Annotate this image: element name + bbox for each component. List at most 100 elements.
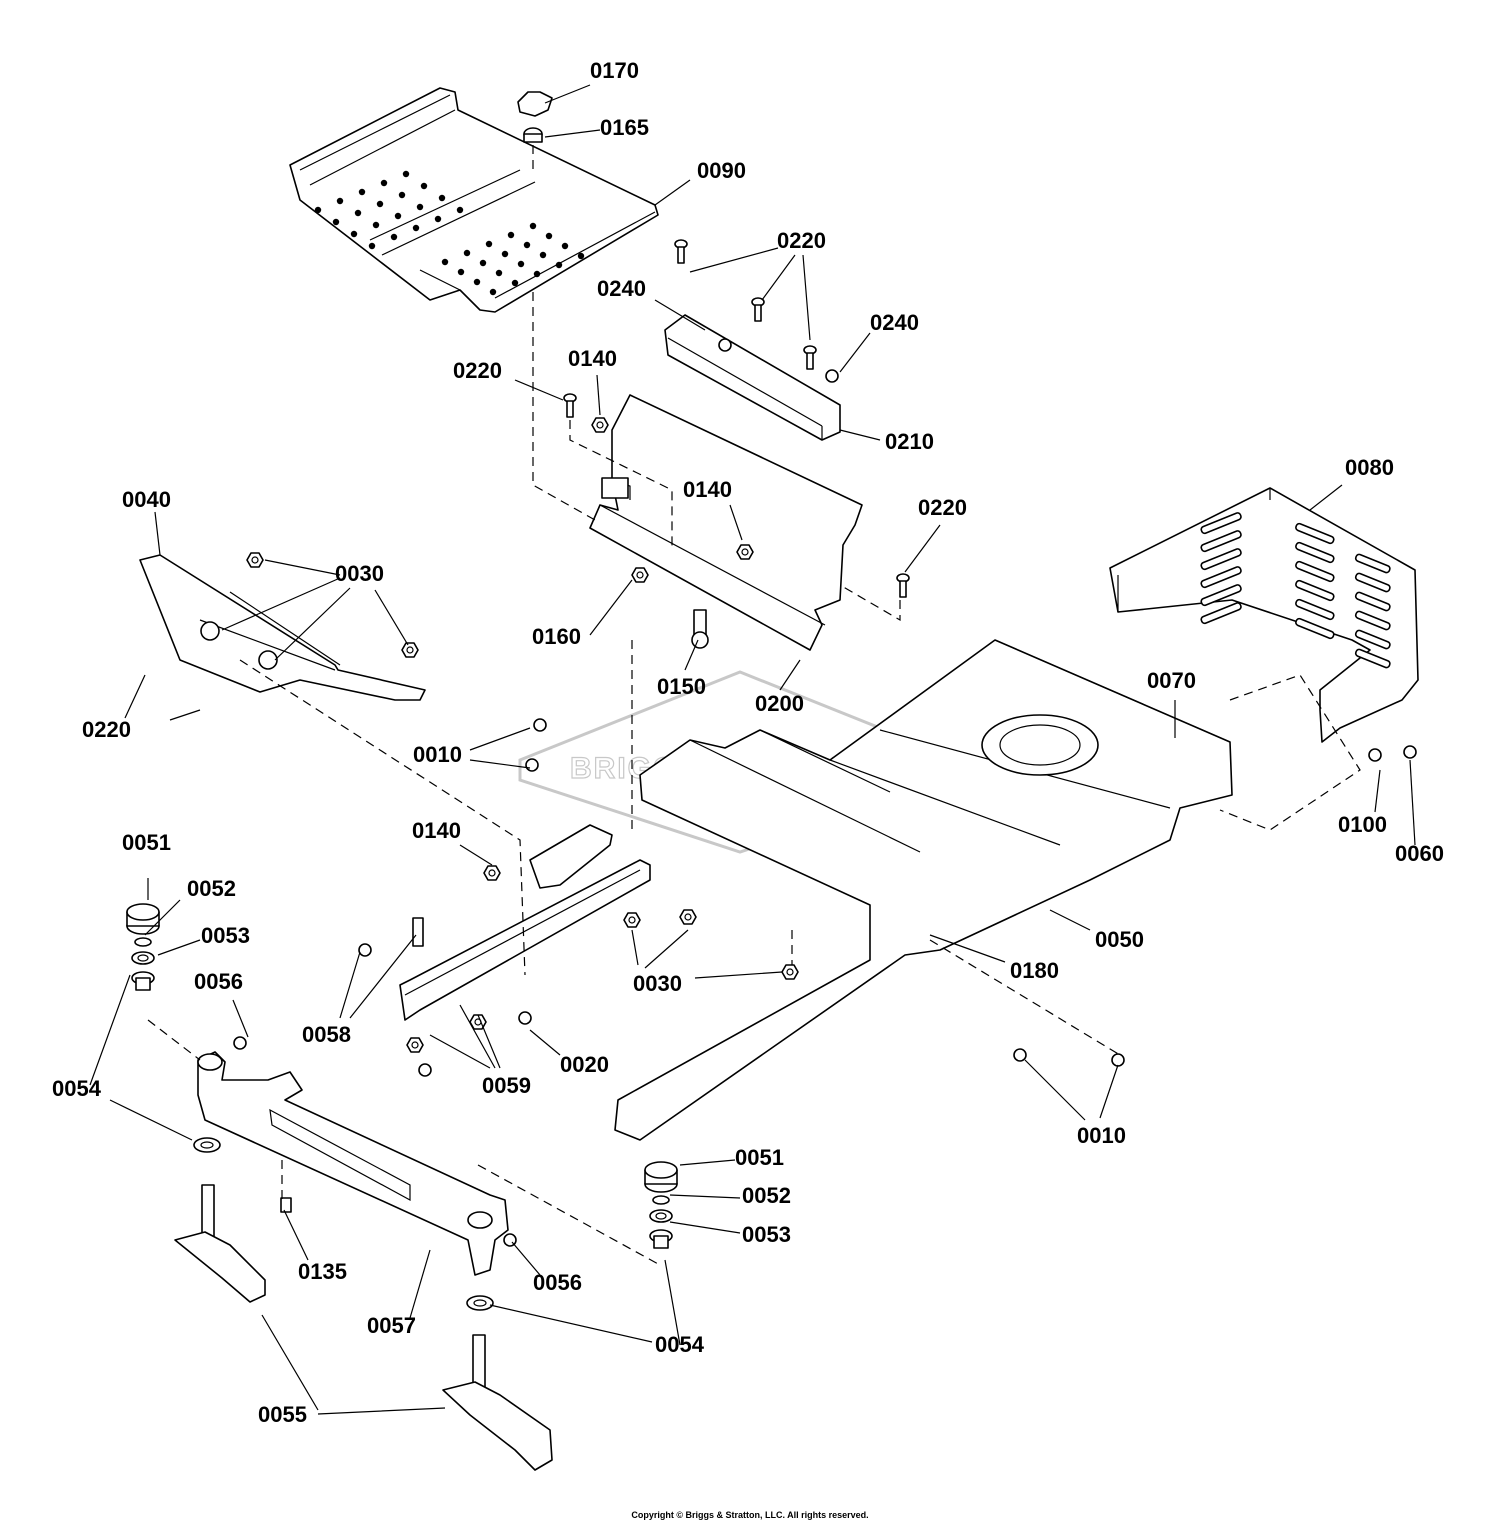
ring-0052 (134, 937, 152, 947)
tread-hole (523, 241, 531, 249)
bolt-head (718, 338, 732, 352)
seat-bracket-0200 (589, 394, 863, 651)
shield-slot (1295, 579, 1335, 602)
tread-hole (555, 261, 563, 269)
callout-0057: 0057 (367, 1313, 416, 1338)
callout-0052: 0052 (187, 876, 236, 901)
hex-nut (679, 909, 697, 925)
callout-0240: 0240 (597, 276, 646, 301)
tread-hole (394, 212, 402, 220)
hex-nut (401, 642, 419, 658)
callout-0010: 0010 (413, 742, 462, 767)
tread-hole (398, 191, 406, 199)
tread-hole (314, 206, 322, 214)
callout-0220: 0220 (777, 228, 826, 253)
assembly-lines (147, 292, 1361, 1266)
callout-0055: 0055 (258, 1402, 307, 1427)
shield-slot (1295, 522, 1335, 545)
callout-0100: 0100 (1338, 812, 1387, 837)
leader-lines (89, 84, 1416, 1415)
callout-0030: 0030 (335, 561, 384, 586)
bolt-head (1403, 745, 1417, 759)
bushing-0054 (193, 1137, 221, 1153)
tread-hole (495, 269, 503, 277)
callout-0140: 0140 (412, 818, 461, 843)
shield-slot (1354, 610, 1391, 631)
bolt-head (1013, 1048, 1027, 1062)
callout-0090: 0090 (697, 158, 746, 183)
tread-hole (438, 194, 446, 202)
foot-plate-0090 (289, 87, 659, 313)
tread-hole (336, 197, 344, 205)
tread-hole (416, 203, 424, 211)
screw-shank (754, 304, 762, 322)
hex-nut (483, 865, 501, 881)
bolt-0058 (412, 917, 424, 947)
tread-hole (501, 250, 509, 258)
bracket-0210 (664, 314, 841, 441)
hex-nut (246, 552, 264, 568)
tread-hole (358, 188, 366, 196)
callout-0051: 0051 (735, 1145, 784, 1170)
tread-hole (517, 260, 525, 268)
bolt-head (1111, 1053, 1125, 1067)
knob-0170 (517, 91, 553, 172)
shield-slot (1200, 566, 1242, 589)
callout-0220: 0220 (918, 495, 967, 520)
tread-hole (402, 170, 410, 178)
callout-0053: 0053 (201, 923, 250, 948)
tread-hole (380, 179, 388, 187)
bolt-head (525, 758, 539, 772)
tread-hole (533, 270, 541, 278)
tread-hole (561, 242, 569, 250)
callout-0140: 0140 (683, 477, 732, 502)
callout-0054: 0054 (52, 1076, 102, 1101)
bolt-head (358, 943, 372, 957)
hex-nut (591, 417, 609, 433)
tread-hole (332, 218, 340, 226)
tread-hole (441, 258, 449, 266)
bushing-0054 (466, 1295, 494, 1311)
callout-0210: 0210 (885, 429, 934, 454)
tread-hole (350, 230, 358, 238)
callout-0060: 0060 (1395, 841, 1444, 866)
front-axle-0057 (197, 1051, 509, 1276)
callout-0160: 0160 (532, 624, 581, 649)
hex-nut (736, 544, 754, 560)
callout-0056: 0056 (194, 969, 243, 994)
callout-0080: 0080 (1345, 455, 1394, 480)
callout-0200: 0200 (755, 691, 804, 716)
callout-labels: 0170 0165 0090 0220 0240 0240 0220 0140 … (52, 58, 1444, 1427)
washer-0053 (649, 1209, 673, 1223)
tread-hole (390, 233, 398, 241)
callout-0180: 0180 (1010, 958, 1059, 983)
screw-shank (806, 352, 814, 370)
screw-shank (899, 580, 907, 598)
callout-0135: 0135 (298, 1259, 347, 1284)
tread-hole (511, 279, 519, 287)
tread-hole (539, 251, 547, 259)
washer-0053 (131, 951, 155, 965)
callout-0020: 0020 (560, 1052, 609, 1077)
shield-slot (1200, 584, 1242, 607)
shield-slot (1354, 572, 1391, 593)
tread-hole (372, 221, 380, 229)
shield-slot (1295, 541, 1335, 564)
shield-slot (1354, 648, 1391, 669)
hex-nut (631, 567, 649, 583)
shield-slot (1295, 617, 1335, 640)
hardware-fasteners-top (233, 239, 1417, 1247)
bolt-head (233, 1036, 247, 1050)
shield-slot (1200, 602, 1242, 625)
shield-slot (1200, 530, 1242, 553)
tread-hole (507, 231, 515, 239)
tread-hole (489, 288, 497, 296)
tread-hole (463, 249, 471, 257)
bolt-head (518, 1011, 532, 1025)
tread-hole (545, 232, 553, 240)
tread-hole (354, 209, 362, 217)
callout-0140: 0140 (568, 346, 617, 371)
bolt-head (418, 1063, 432, 1077)
bolt-head (1368, 748, 1382, 762)
